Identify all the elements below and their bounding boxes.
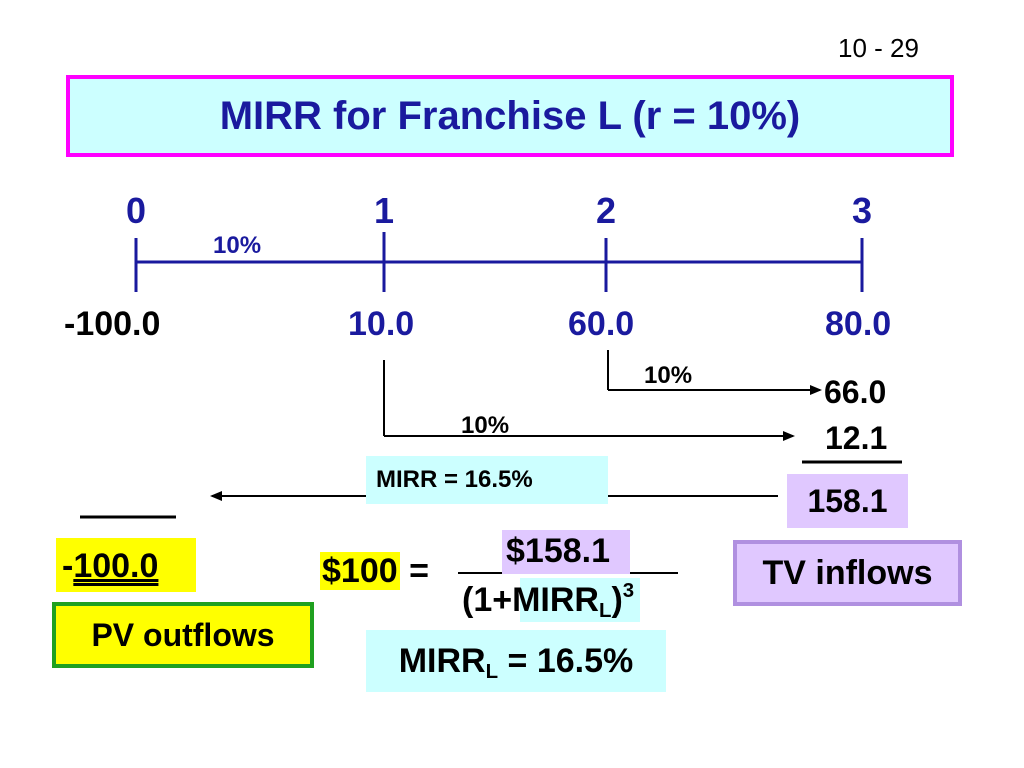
tv-inflows-label: TV inflows bbox=[733, 540, 962, 606]
equation-pv: $100 bbox=[320, 552, 400, 590]
cash-flow-1: 10.0 bbox=[348, 305, 415, 343]
compound-rate-lower: 10% bbox=[461, 412, 510, 439]
den-mirr: MIRR bbox=[512, 581, 599, 619]
numerator-highlight bbox=[502, 530, 630, 574]
denominator-highlight bbox=[520, 578, 640, 622]
equation-denominator: (1+MIRRL)3 bbox=[462, 580, 634, 623]
mirr-label: MIRR = 16.5% bbox=[366, 456, 608, 504]
den-exp: 3 bbox=[622, 580, 635, 602]
den-sub: L bbox=[598, 600, 612, 622]
result-sub: L bbox=[485, 661, 499, 683]
result-mirr: MIRR bbox=[398, 642, 486, 680]
period-0: 0 bbox=[126, 190, 147, 231]
title-box: MIRR for Franchise L (r = 10%) bbox=[66, 75, 954, 157]
pv-sign: - bbox=[62, 547, 74, 585]
equation-lhs: $100 = bbox=[320, 552, 429, 591]
den-open: (1+ bbox=[462, 581, 513, 619]
cash-flow-3: 80.0 bbox=[825, 305, 892, 343]
compound-rate-upper: 10% bbox=[644, 362, 693, 389]
fv-from-period-1: 12.1 bbox=[825, 420, 888, 456]
period-2: 2 bbox=[596, 190, 617, 231]
tv-sum: 158.1 bbox=[787, 474, 908, 528]
cash-flow-0: -100.0 bbox=[64, 305, 161, 343]
timeline-rate: 10% bbox=[213, 232, 262, 259]
period-1: 1 bbox=[374, 190, 395, 231]
period-3: 3 bbox=[852, 190, 873, 231]
fv-from-period-2: 66.0 bbox=[824, 374, 887, 410]
pv-amount: 100.0 bbox=[73, 547, 159, 585]
pv-value: -100.0 bbox=[56, 538, 196, 592]
equation-equals: = bbox=[399, 552, 429, 590]
cash-flow-2: 60.0 bbox=[568, 305, 635, 343]
page-number: 10 - 29 bbox=[838, 33, 919, 63]
pv-outflows-label: PV outflows bbox=[52, 602, 314, 668]
result-rest: = 16.5% bbox=[498, 642, 634, 680]
mirr-result: MIRRL = 16.5% bbox=[366, 630, 666, 692]
equation-numerator: $158.1 bbox=[506, 532, 610, 570]
slide-title: MIRR for Franchise L (r = 10%) bbox=[219, 94, 801, 138]
den-close: ) bbox=[611, 581, 623, 619]
